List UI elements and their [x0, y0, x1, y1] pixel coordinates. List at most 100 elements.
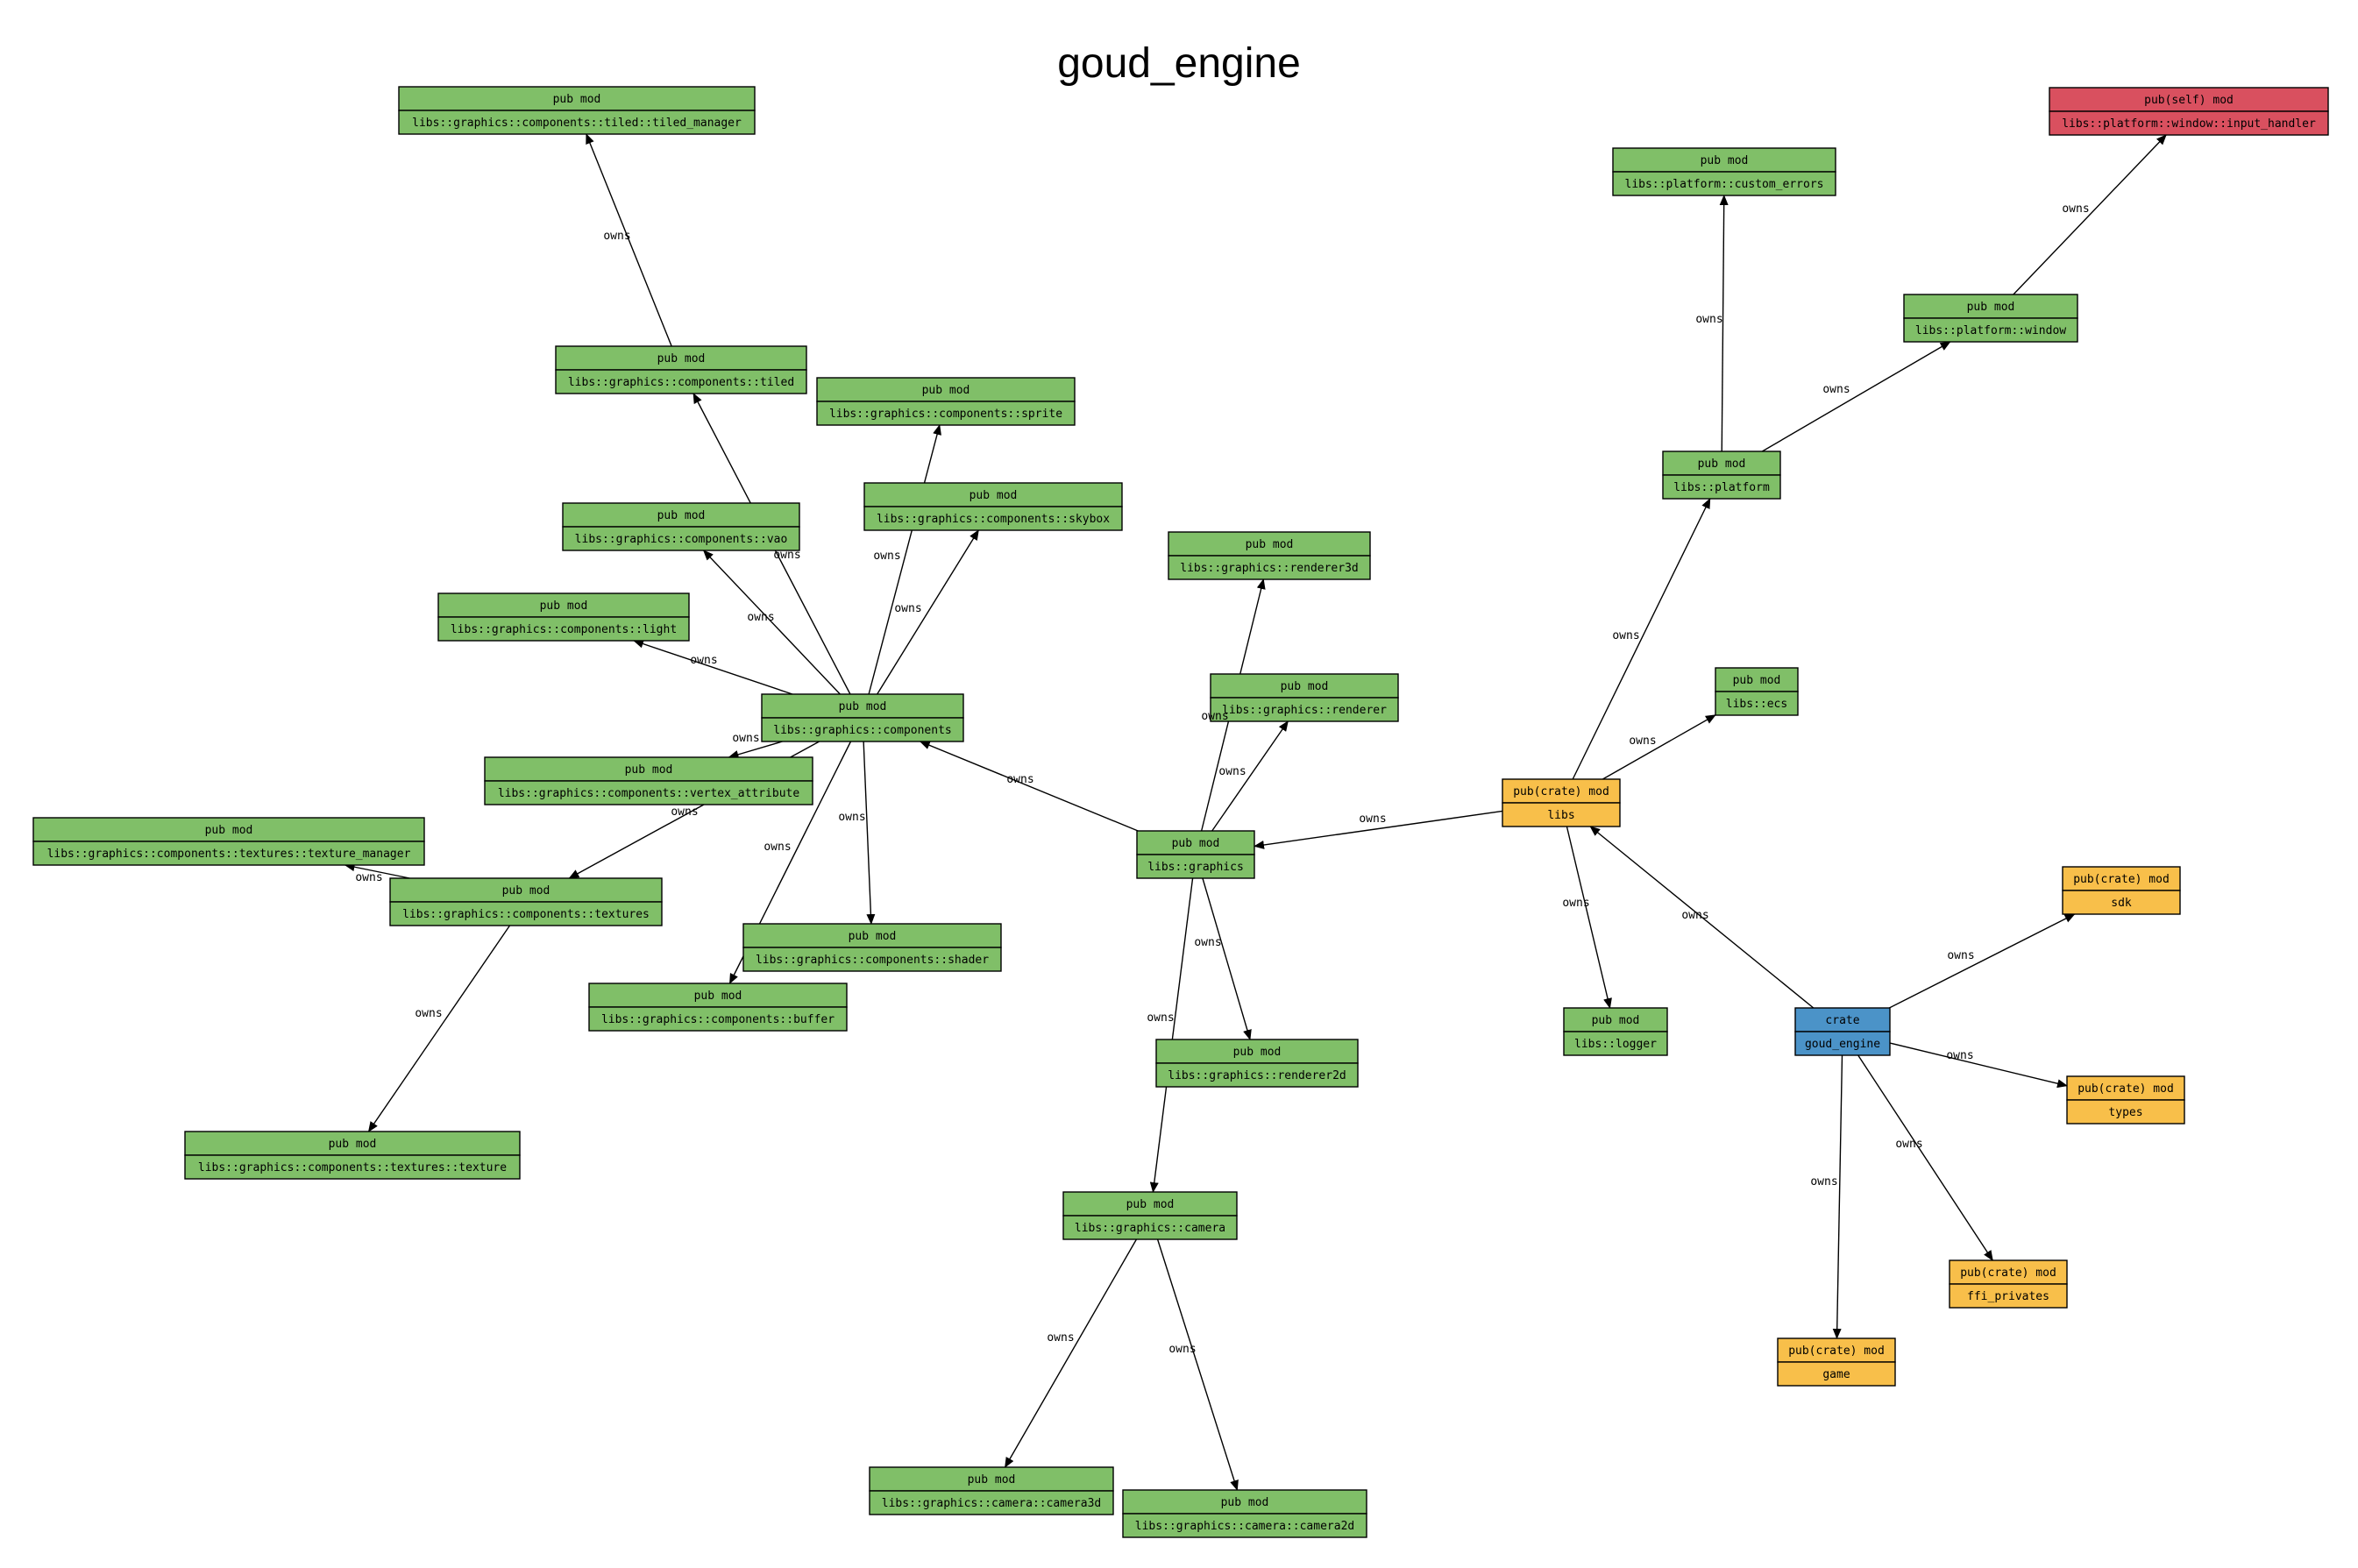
module-path-label: game — [1822, 1368, 1850, 1381]
module-path-label: libs::graphics::renderer3d — [1180, 562, 1359, 575]
module-kind-label: pub mod — [1967, 301, 2015, 314]
edge-label: owns — [355, 871, 382, 884]
module-kind-label: pub mod — [1733, 674, 1781, 687]
module-kind-label: pub mod — [1221, 1496, 1269, 1509]
module-node-body — [1777, 1361, 1896, 1387]
edge-label: owns — [1359, 812, 1386, 826]
module-kind-label: pub mod — [969, 489, 1018, 502]
edge-label: owns — [838, 811, 865, 824]
module-node-buffer: pub modlibs::graphics::components::buffe… — [588, 983, 848, 1032]
edge-label: owns — [894, 602, 921, 615]
edge-label: owns — [671, 805, 698, 819]
module-kind-label: pub mod — [329, 1138, 377, 1151]
module-node-header — [1168, 531, 1371, 557]
module-kind-label: pub mod — [1246, 538, 1294, 551]
edges-layer — [344, 133, 2167, 1491]
edge-label: owns — [747, 611, 774, 624]
module-kind-label: pub mod — [1281, 680, 1329, 693]
module-node-header — [1949, 1259, 2068, 1285]
module-node-skybox: pub modlibs::graphics::components::skybo… — [863, 482, 1123, 531]
module-node-body — [1062, 1215, 1238, 1240]
module-path-label: libs::graphics::components::textures::te… — [47, 848, 411, 861]
module-node-body — [1715, 691, 1799, 716]
edge-goud_engine-to-ffi_privates — [1857, 1054, 1993, 1261]
edge-textures-to-texture_manager — [344, 862, 410, 879]
module-node-header — [869, 1466, 1114, 1492]
edge-platform-to-window — [1761, 341, 1951, 452]
module-node-body — [1136, 854, 1255, 879]
module-path-label: libs::graphics::camera::camera3d — [882, 1497, 1101, 1510]
edge-libs-to-logger — [1566, 826, 1612, 1009]
module-kind-label: pub mod — [849, 930, 897, 943]
module-node-body — [1612, 171, 1836, 196]
module-path-label: libs::graphics::components::tiled — [568, 376, 794, 389]
edge-platform-to-custom_errors — [1719, 195, 1729, 452]
edge-goud_engine-to-libs — [1589, 826, 1815, 1009]
diagram-title: goud_engine — [1057, 40, 1301, 87]
edge-label: owns — [773, 549, 800, 562]
edge-tiled-to-tiled_manager — [586, 133, 672, 347]
module-node-shader: pub modlibs::graphics::components::shade… — [742, 923, 1002, 972]
edge-libs-to-platform — [1572, 498, 1711, 780]
module-path-label: libs::ecs — [1726, 698, 1787, 711]
module-node-header — [761, 693, 964, 719]
module-kind-label: pub(crate) mod — [1513, 785, 1609, 798]
module-kind-label: pub mod — [502, 884, 550, 898]
module-node-header — [1122, 1489, 1367, 1515]
edge-label: owns — [1947, 949, 1974, 962]
module-node-input_handler: pub(self) modlibs::platform::window::inp… — [2049, 87, 2329, 136]
module-node-body — [398, 110, 756, 135]
module-node-body — [32, 841, 425, 866]
module-kind-label: pub(self) mod — [2144, 94, 2234, 107]
edge-graphics-to-camera — [1149, 877, 1194, 1193]
module-node-body — [2066, 1099, 2185, 1125]
edge-libs-to-graphics — [1254, 810, 1503, 849]
edge-label: owns — [1629, 734, 1656, 748]
module-node-body — [184, 1154, 521, 1180]
module-path-label: sdk — [2111, 897, 2132, 910]
edge-components-to-vao — [702, 550, 841, 695]
module-kind-label: pub mod — [968, 1473, 1016, 1486]
edge-label: owns — [764, 841, 791, 854]
module-path-label: libs::graphics::components::vertex_attri… — [498, 787, 800, 800]
module-node-texture: pub modlibs::graphics::components::textu… — [184, 1131, 521, 1180]
edge-label: owns — [603, 230, 630, 243]
module-node-header — [1502, 778, 1621, 804]
module-node-texture_manager: pub modlibs::graphics::components::textu… — [32, 817, 425, 866]
module-kind-label: pub mod — [694, 990, 742, 1003]
edge-components-to-skybox — [877, 529, 979, 695]
module-node-body — [1794, 1031, 1891, 1056]
module-node-body — [2049, 110, 2329, 136]
module-node-header — [389, 877, 663, 903]
edge-goud_engine-to-game — [1832, 1054, 1843, 1339]
module-node-header — [1662, 451, 1781, 476]
module-path-label: libs::logger — [1574, 1038, 1657, 1051]
edge-window-to-input_handler — [2013, 134, 2167, 295]
edge-label: owns — [1895, 1138, 1922, 1151]
module-kind-label: pub(crate) mod — [1960, 1266, 2056, 1280]
module-path-label: libs::graphics::components::tiled::tiled… — [412, 117, 742, 130]
module-node-body — [869, 1490, 1114, 1515]
edge-label: owns — [1810, 1175, 1837, 1188]
module-kind-label: pub mod — [657, 509, 706, 522]
module-node-header — [398, 86, 756, 111]
module-node-header — [1062, 1191, 1238, 1217]
edge-labels-layer: owns owns owns owns owns owns owns owns owns owns… — [355, 202, 2089, 1356]
edge-label: owns — [415, 1007, 442, 1020]
edge-label: owns — [1194, 936, 1221, 949]
module-path-label: libs::graphics::components::buffer — [601, 1013, 835, 1026]
module-path-label: types — [2108, 1106, 2142, 1119]
edge-camera-to-camera2d — [1156, 1238, 1239, 1491]
